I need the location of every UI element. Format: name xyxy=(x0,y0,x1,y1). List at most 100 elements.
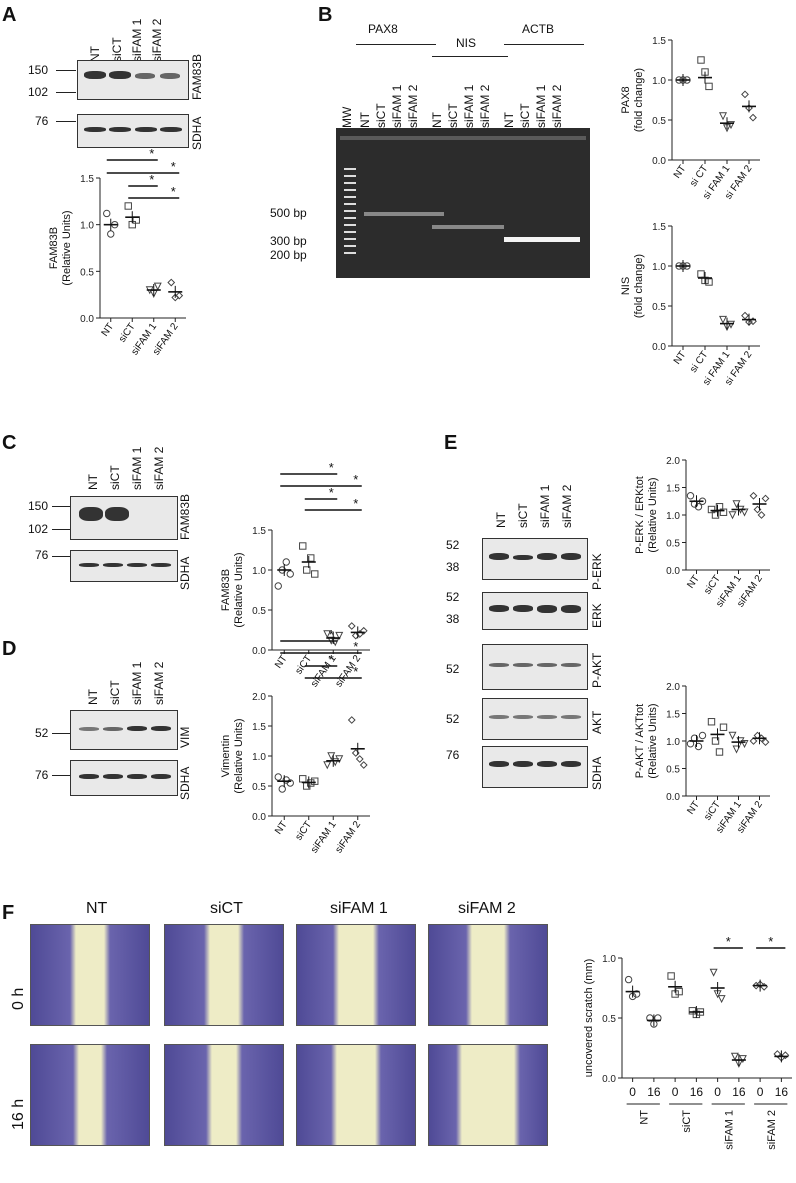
vim-blot xyxy=(70,710,178,750)
x-tick-label: NT xyxy=(685,799,702,816)
data-point xyxy=(286,779,294,787)
data-point xyxy=(741,90,749,99)
y-tick-label: 0.5 xyxy=(252,606,266,617)
data-point xyxy=(760,982,769,991)
y-tick-label: 1.0 xyxy=(252,566,266,577)
p-akt-blot xyxy=(482,644,588,690)
data-point xyxy=(303,566,311,574)
data-point xyxy=(667,972,675,980)
scratch-image xyxy=(30,1044,150,1146)
mw-marker: 76 xyxy=(35,768,49,782)
data-point xyxy=(274,582,282,590)
y-tick-label: 2.0 xyxy=(666,682,680,693)
data-point xyxy=(717,995,726,1004)
data-point xyxy=(732,745,741,754)
data-point xyxy=(757,511,766,519)
fam83b-blot xyxy=(77,60,189,100)
x-tick-label: 0 xyxy=(629,1085,636,1099)
data-point xyxy=(761,494,770,503)
y-tick-label: 1.0 xyxy=(652,76,666,87)
panel-label-b: B xyxy=(318,4,333,26)
data-point xyxy=(686,492,695,500)
y-axis-label: P-AKT / AKTtot xyxy=(634,704,646,778)
significance-star: * xyxy=(353,664,358,679)
data-point xyxy=(694,503,703,511)
significance-star: * xyxy=(171,184,176,199)
y-tick-label: 0.0 xyxy=(602,1074,616,1085)
data-point xyxy=(781,1051,790,1060)
y-tick-label: 1.0 xyxy=(252,752,266,763)
significance-star: * xyxy=(171,159,176,174)
y-tick-label: 1.0 xyxy=(80,221,94,232)
x-tick-label: 16 xyxy=(690,1085,704,1099)
y-tick-label: 0.0 xyxy=(652,156,666,167)
panel-label-c: C xyxy=(2,432,17,454)
data-point xyxy=(323,630,332,639)
x-tick-label: siCT xyxy=(293,819,314,842)
data-point xyxy=(718,315,728,324)
scratch-image xyxy=(164,1044,284,1146)
data-point xyxy=(718,112,728,121)
data-point xyxy=(153,282,162,291)
y-tick-label: 1.5 xyxy=(652,36,666,47)
p-erk-blot xyxy=(482,538,588,580)
data-point xyxy=(286,570,294,578)
data-point xyxy=(311,570,319,578)
data-point xyxy=(335,755,344,764)
significance-star: * xyxy=(329,652,334,667)
akt-blot xyxy=(482,698,588,740)
scratch-image xyxy=(164,924,284,1026)
data-point xyxy=(749,491,758,500)
x-tick-label: siFAM 2 xyxy=(333,653,363,689)
data-point xyxy=(175,291,184,300)
gel-group-label: ACTB xyxy=(522,22,555,36)
group-label: siCT xyxy=(681,1110,693,1133)
y-tick-label: 0.0 xyxy=(80,314,94,325)
y-axis-label: FAM83B xyxy=(220,569,232,611)
sdha-blot xyxy=(70,760,178,796)
data-point xyxy=(694,742,703,751)
significance-star: * xyxy=(353,496,358,511)
x-tick-label: si CT xyxy=(688,349,710,374)
data-point xyxy=(738,1055,747,1064)
x-tick-label: siFAM 2 xyxy=(333,819,363,855)
x-tick-label: NT xyxy=(273,819,290,836)
data-point xyxy=(359,626,368,635)
data-point xyxy=(311,777,319,785)
x-tick-label: 16 xyxy=(647,1085,661,1099)
y-tick-label: 2.0 xyxy=(252,692,266,703)
panel-label-a: A xyxy=(2,4,17,26)
column-label: siFAM 1 xyxy=(330,900,388,917)
y-tick-label: 0.5 xyxy=(652,116,666,127)
data-point xyxy=(740,740,749,749)
mw-marker: 150 xyxy=(28,63,49,77)
x-tick-label: 16 xyxy=(775,1085,789,1099)
bp-marker: 500 bp xyxy=(270,206,307,220)
data-point xyxy=(752,981,761,990)
mw-marker: 150 xyxy=(28,499,49,513)
significance-star: * xyxy=(329,485,334,500)
x-tick-label: 0 xyxy=(757,1085,764,1099)
data-point xyxy=(299,775,307,783)
significance-star: * xyxy=(353,639,358,654)
mw-marker: 52 xyxy=(446,590,460,604)
bp-marker: 200 bp xyxy=(270,248,307,262)
data-point xyxy=(726,121,736,130)
y-tick-label: 0.5 xyxy=(602,1014,616,1025)
erk-blot xyxy=(482,592,588,630)
significance-star: * xyxy=(149,172,154,187)
mw-marker: 38 xyxy=(446,612,460,626)
y-axis-label: (fold change) xyxy=(633,254,645,318)
y-axis-label: (fold change) xyxy=(633,68,645,132)
data-point xyxy=(107,230,115,238)
column-label: siCT xyxy=(210,900,243,917)
data-point xyxy=(335,631,344,640)
data-point xyxy=(282,558,290,566)
sdha-blot xyxy=(77,114,189,148)
y-tick-label: 0.5 xyxy=(252,782,266,793)
data-point xyxy=(749,737,758,745)
data-point xyxy=(711,737,720,745)
data-point xyxy=(705,278,713,286)
bp-marker: 300 bp xyxy=(270,234,307,248)
